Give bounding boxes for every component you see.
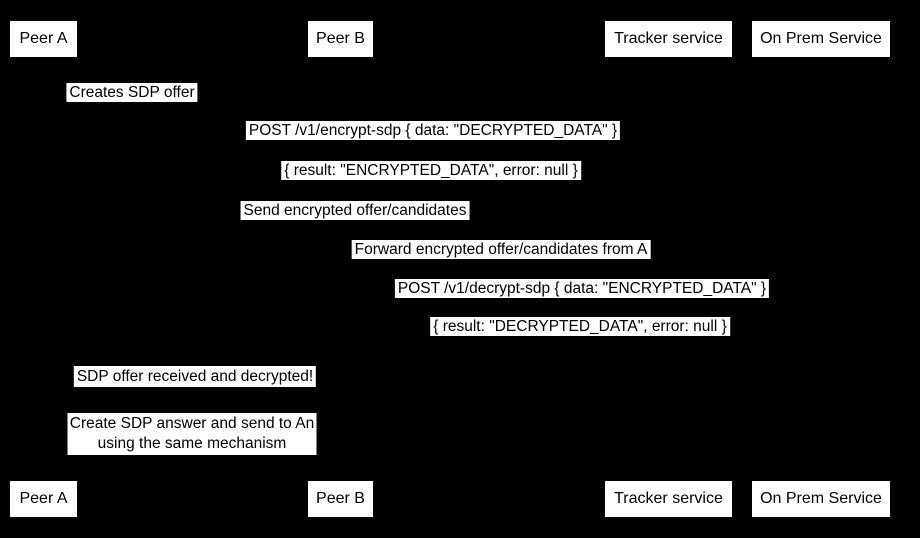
message-post-decrypt-sdp: POST /v1/decrypt-sdp { data: "ENCRYPTED_… [394,279,770,298]
message-forward-encrypted-offer: Forward encrypted offer/candidates from … [351,240,651,259]
actor-tracker-service-bottom: Tracker service [605,481,732,517]
actor-peer-a-bottom: Peer A [10,481,77,517]
message-decrypt-result: { result: "DECRYPTED_DATA", error: null … [430,317,730,336]
actor-tracker-service-top: Tracker service [605,21,732,57]
actor-on-prem-service-bottom: On Prem Service [752,481,890,517]
message-post-encrypt-sdp: POST /v1/encrypt-sdp { data: "DECRYPTED_… [245,121,621,140]
actor-peer-b-bottom: Peer B [308,481,373,517]
note-create-sdp-answer: Create SDP answer and send to An using t… [67,413,317,455]
actor-peer-b-top: Peer B [308,21,373,57]
actor-peer-a-top: Peer A [10,21,77,57]
message-creates-sdp-offer: Creates SDP offer [66,83,198,102]
message-send-encrypted-offer: Send encrypted offer/candidates [240,201,470,220]
actor-on-prem-service-top: On Prem Service [752,21,890,57]
message-encrypt-result: { result: "ENCRYPTED_DATA", error: null … [281,161,581,180]
message-sdp-offer-received: SDP offer received and decrypted! [73,366,317,387]
